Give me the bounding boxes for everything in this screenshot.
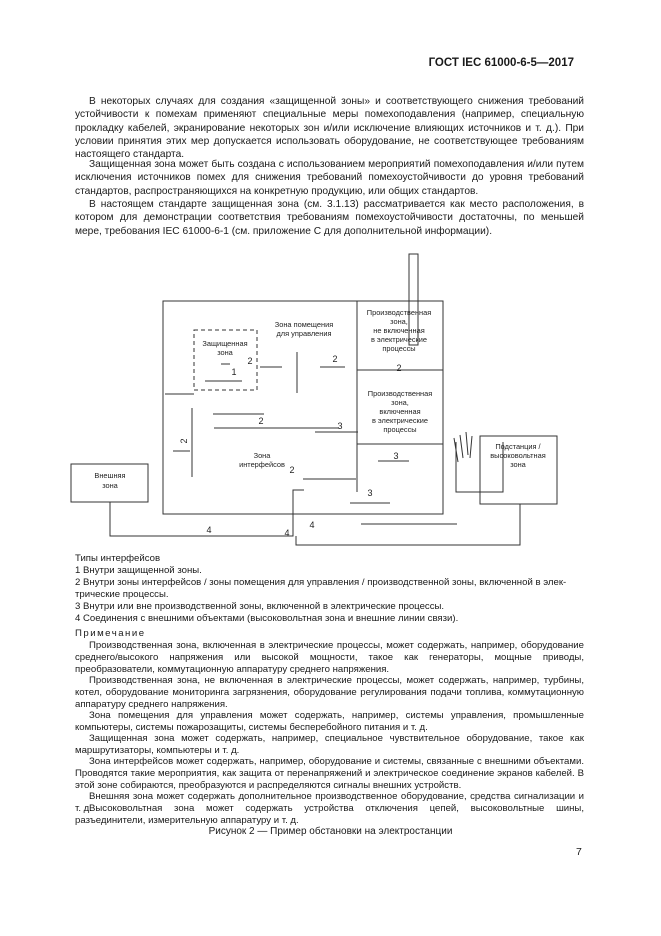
page-number: 7: [576, 846, 582, 858]
main-building: [162, 300, 444, 515]
legend-title: Типы интерфейсов: [75, 553, 161, 564]
note-paragraph-3: Зона помещения для управления может соде…: [75, 710, 584, 733]
process-mid-label-3: включенная: [379, 407, 420, 416]
process-top-label-5: процессы: [382, 344, 415, 353]
note-paragraph-4: Защищенная зона может содержать, наприме…: [75, 733, 584, 756]
document-id: ГОСТ IEC 61000-6-5—2017: [428, 57, 574, 69]
protected-zone-label-1: Защищенная: [202, 339, 247, 348]
intro-paragraph-2: Защищенная зона может быть создана с исп…: [75, 159, 584, 197]
control-zone-label-1: Зона помещения: [275, 320, 333, 329]
process-top-label-3: не включенная: [373, 326, 424, 335]
interface-number-2e: 2: [289, 465, 294, 475]
process-top-label-4: в электрические: [371, 335, 427, 344]
interface-number-3a: 3: [337, 421, 342, 431]
intro-paragraph-1: В некоторых случаях для создания «защище…: [75, 96, 584, 161]
chimney: [408, 253, 419, 346]
note-paragraph-7: Высоковольтная зона может содержать устр…: [75, 803, 584, 826]
external-zone-label-2: зона: [102, 481, 118, 490]
protected-zone-box: [193, 329, 258, 391]
note-title: Примечание: [75, 628, 146, 639]
legend-item-2-cont: трические процессы.: [75, 589, 169, 600]
protected-zone-label-2: зона: [217, 348, 233, 357]
interface-number-2d: 2: [258, 416, 263, 426]
interface-zone-label-1: Зона: [254, 451, 272, 460]
intro-paragraph-3: В настоящем стандарте защищенная зона (с…: [75, 199, 584, 237]
substation-box: [479, 435, 558, 505]
note-paragraph-1: Производственная зона, включенная в элек…: [75, 640, 584, 675]
process-mid-label-5: процессы: [383, 425, 416, 434]
interface-number-4a: 4: [206, 525, 211, 535]
interface-number-1: 1: [231, 367, 236, 377]
interface-zone-label-2: интерфейсов: [239, 460, 285, 469]
substation-label-3: зона: [510, 460, 526, 469]
interface-number-3b: 3: [393, 451, 398, 461]
legend-item-1: 1 Внутри защищенной зоны.: [75, 565, 202, 576]
cabinet: [455, 442, 504, 493]
interface-number-3c: 3: [367, 488, 372, 498]
figure-caption: Рисунок 2 — Пример обстановки на электро…: [208, 826, 453, 837]
process-mid-label-1: Производственная: [368, 389, 432, 398]
note-paragraph-5: Зона интерфейсов может содержать, наприм…: [75, 756, 584, 791]
external-zone-label-1: Внешняя: [94, 471, 125, 480]
control-zone-label-2: для управления: [277, 329, 332, 338]
legend-item-3: 3 Внутри или вне производственной зоны, …: [75, 601, 445, 612]
interface-number-2b: 2: [332, 354, 337, 364]
process-mid-label-4: в электрические: [372, 416, 428, 425]
note-paragraph-2: Производственная зона, не включенная в э…: [75, 675, 584, 710]
process-top-label-1: Производственная: [367, 308, 431, 317]
substation-label-2: высоковольтная: [490, 451, 546, 460]
interface-number-2f: 2: [179, 438, 189, 443]
interface-number-4c: 4: [309, 520, 314, 530]
interface-number-4b: 4: [284, 528, 289, 538]
process-top-label-2: зона,: [390, 317, 408, 326]
note-paragraph-6: Внешняя зона может содержать дополнитель…: [75, 791, 584, 814]
substation-label-1: Подстанция /: [495, 442, 541, 451]
interface-number-2a: 2: [247, 356, 252, 366]
legend-item-2: 2 Внутри зоны интерфейсов / зоны помещен…: [75, 577, 567, 588]
legend-item-4: 4 Соединения с внешними объектами (высок…: [75, 613, 459, 624]
interface-number-2c: 2: [396, 363, 401, 373]
process-mid-label-2: зона,: [391, 398, 409, 407]
